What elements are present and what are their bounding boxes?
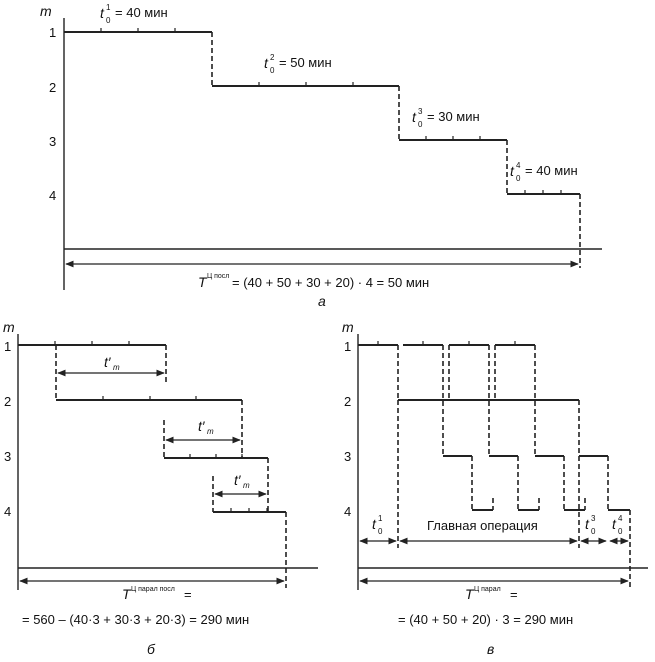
svg-text:= 40 мин: = 40 мин [525,163,578,178]
svg-text:0: 0 [378,527,383,536]
row-label-c-1: 1 [344,339,351,354]
svg-text:t′: t′ [198,418,206,434]
svg-text:Ц посл: Ц посл [207,273,229,280]
svg-text:t: t [510,163,515,179]
svg-text:t: t [100,5,105,21]
svg-text:1: 1 [378,514,383,523]
tm-label-b-1: t′ m [104,354,120,372]
svg-text:0: 0 [618,527,623,536]
svg-text:T: T [465,586,475,602]
svg-text:m: m [207,427,214,436]
svg-text:= 560 – (40·3 + 30·3 + 20·3) =: = 560 – (40·3 + 30·3 + 20·3) = 290 мин [22,612,249,627]
svg-text:Ц парал: Ц парал [474,586,501,593]
svg-text:T: T [198,274,208,290]
svg-text:Ц парал посл: Ц парал посл [131,586,175,593]
t04-label: t 4 0 [612,514,623,536]
svg-text:t: t [412,109,417,125]
svg-text:4: 4 [618,514,623,523]
t01-label: t 1 0 [372,514,383,536]
time-label-a-4: t 4 0 = 40 мин [510,161,578,183]
svg-text:=: = [510,587,518,602]
svg-text:= (40 + 50 + 20) · 3 = 290 мин: = (40 + 50 + 20) · 3 = 290 мин [398,612,573,627]
time-label-a-2: t 2 0 = 50 мин [264,53,332,75]
svg-text:=: = [184,587,192,602]
svg-text:t′: t′ [104,354,112,370]
row-label-b-4: 4 [4,504,11,519]
main-op-label: Главная операция [427,518,538,533]
row-label-a-3: 3 [49,134,56,149]
svg-text:0: 0 [591,527,596,536]
svg-text:m: m [243,481,250,490]
tm-label-b-2: t′ m [198,418,214,436]
panel-c: m 1 2 3 4 [342,319,648,657]
svg-text:= (40 + 50 + 30 + 20) · 4 = 50: = (40 + 50 + 30 + 20) · 4 = 50 мин [232,275,429,290]
svg-text:t: t [264,55,269,71]
axis-label-c: m [342,319,354,335]
svg-text:m: m [113,363,120,372]
svg-text:3: 3 [591,514,596,523]
svg-text:0: 0 [106,16,111,25]
formula-b: T Ц парал посл = = 560 – (40·3 + 30·3 + … [22,586,249,627]
t03-label: t 3 0 [585,514,596,536]
svg-text:0: 0 [516,174,521,183]
svg-text:0: 0 [418,120,423,129]
panel-a: m 1 2 3 4 t 1 0 = 40 мин [40,3,602,309]
time-label-a-3: t 3 0 = 30 мин [412,107,480,129]
svg-text:1: 1 [106,3,111,12]
row-label-a-4: 4 [49,188,56,203]
svg-text:t: t [612,516,617,532]
row-label-a-1: 1 [49,25,56,40]
tm-label-b-3: t′ m [234,472,250,490]
axis-label-a: m [40,3,52,19]
svg-text:3: 3 [418,107,423,116]
axis-label-b: m [3,319,15,335]
svg-text:= 30 мин: = 30 мин [427,109,480,124]
row-label-c-4: 4 [344,504,351,519]
panel-b: m 1 2 3 4 t′ m t′ m [3,319,318,657]
time-label-a-1: t 1 0 = 40 мин [100,3,168,25]
svg-text:t: t [372,516,377,532]
row-label-a-2: 2 [49,80,56,95]
formula-c: T Ц парал = = (40 + 50 + 20) · 3 = 290 м… [398,586,573,627]
row-label-b-2: 2 [4,394,11,409]
svg-text:T: T [122,586,132,602]
row-label-c-2: 2 [344,394,351,409]
svg-text:t′: t′ [234,472,242,488]
svg-text:4: 4 [516,161,521,170]
formula-a: T Ц посл = (40 + 50 + 30 + 20) · 4 = 50 … [198,273,429,290]
row-label-c-3: 3 [344,449,351,464]
panel-label-a: а [318,293,326,309]
svg-text:2: 2 [270,53,275,62]
panel-label-c: в [487,641,494,657]
row-label-b-1: 1 [4,339,11,354]
panel-label-b: б [147,641,156,657]
svg-text:= 50 мин: = 50 мин [279,55,332,70]
svg-text:0: 0 [270,66,275,75]
row-label-b-3: 3 [4,449,11,464]
svg-text:t: t [585,516,590,532]
svg-text:= 40 мин: = 40 мин [115,5,168,20]
